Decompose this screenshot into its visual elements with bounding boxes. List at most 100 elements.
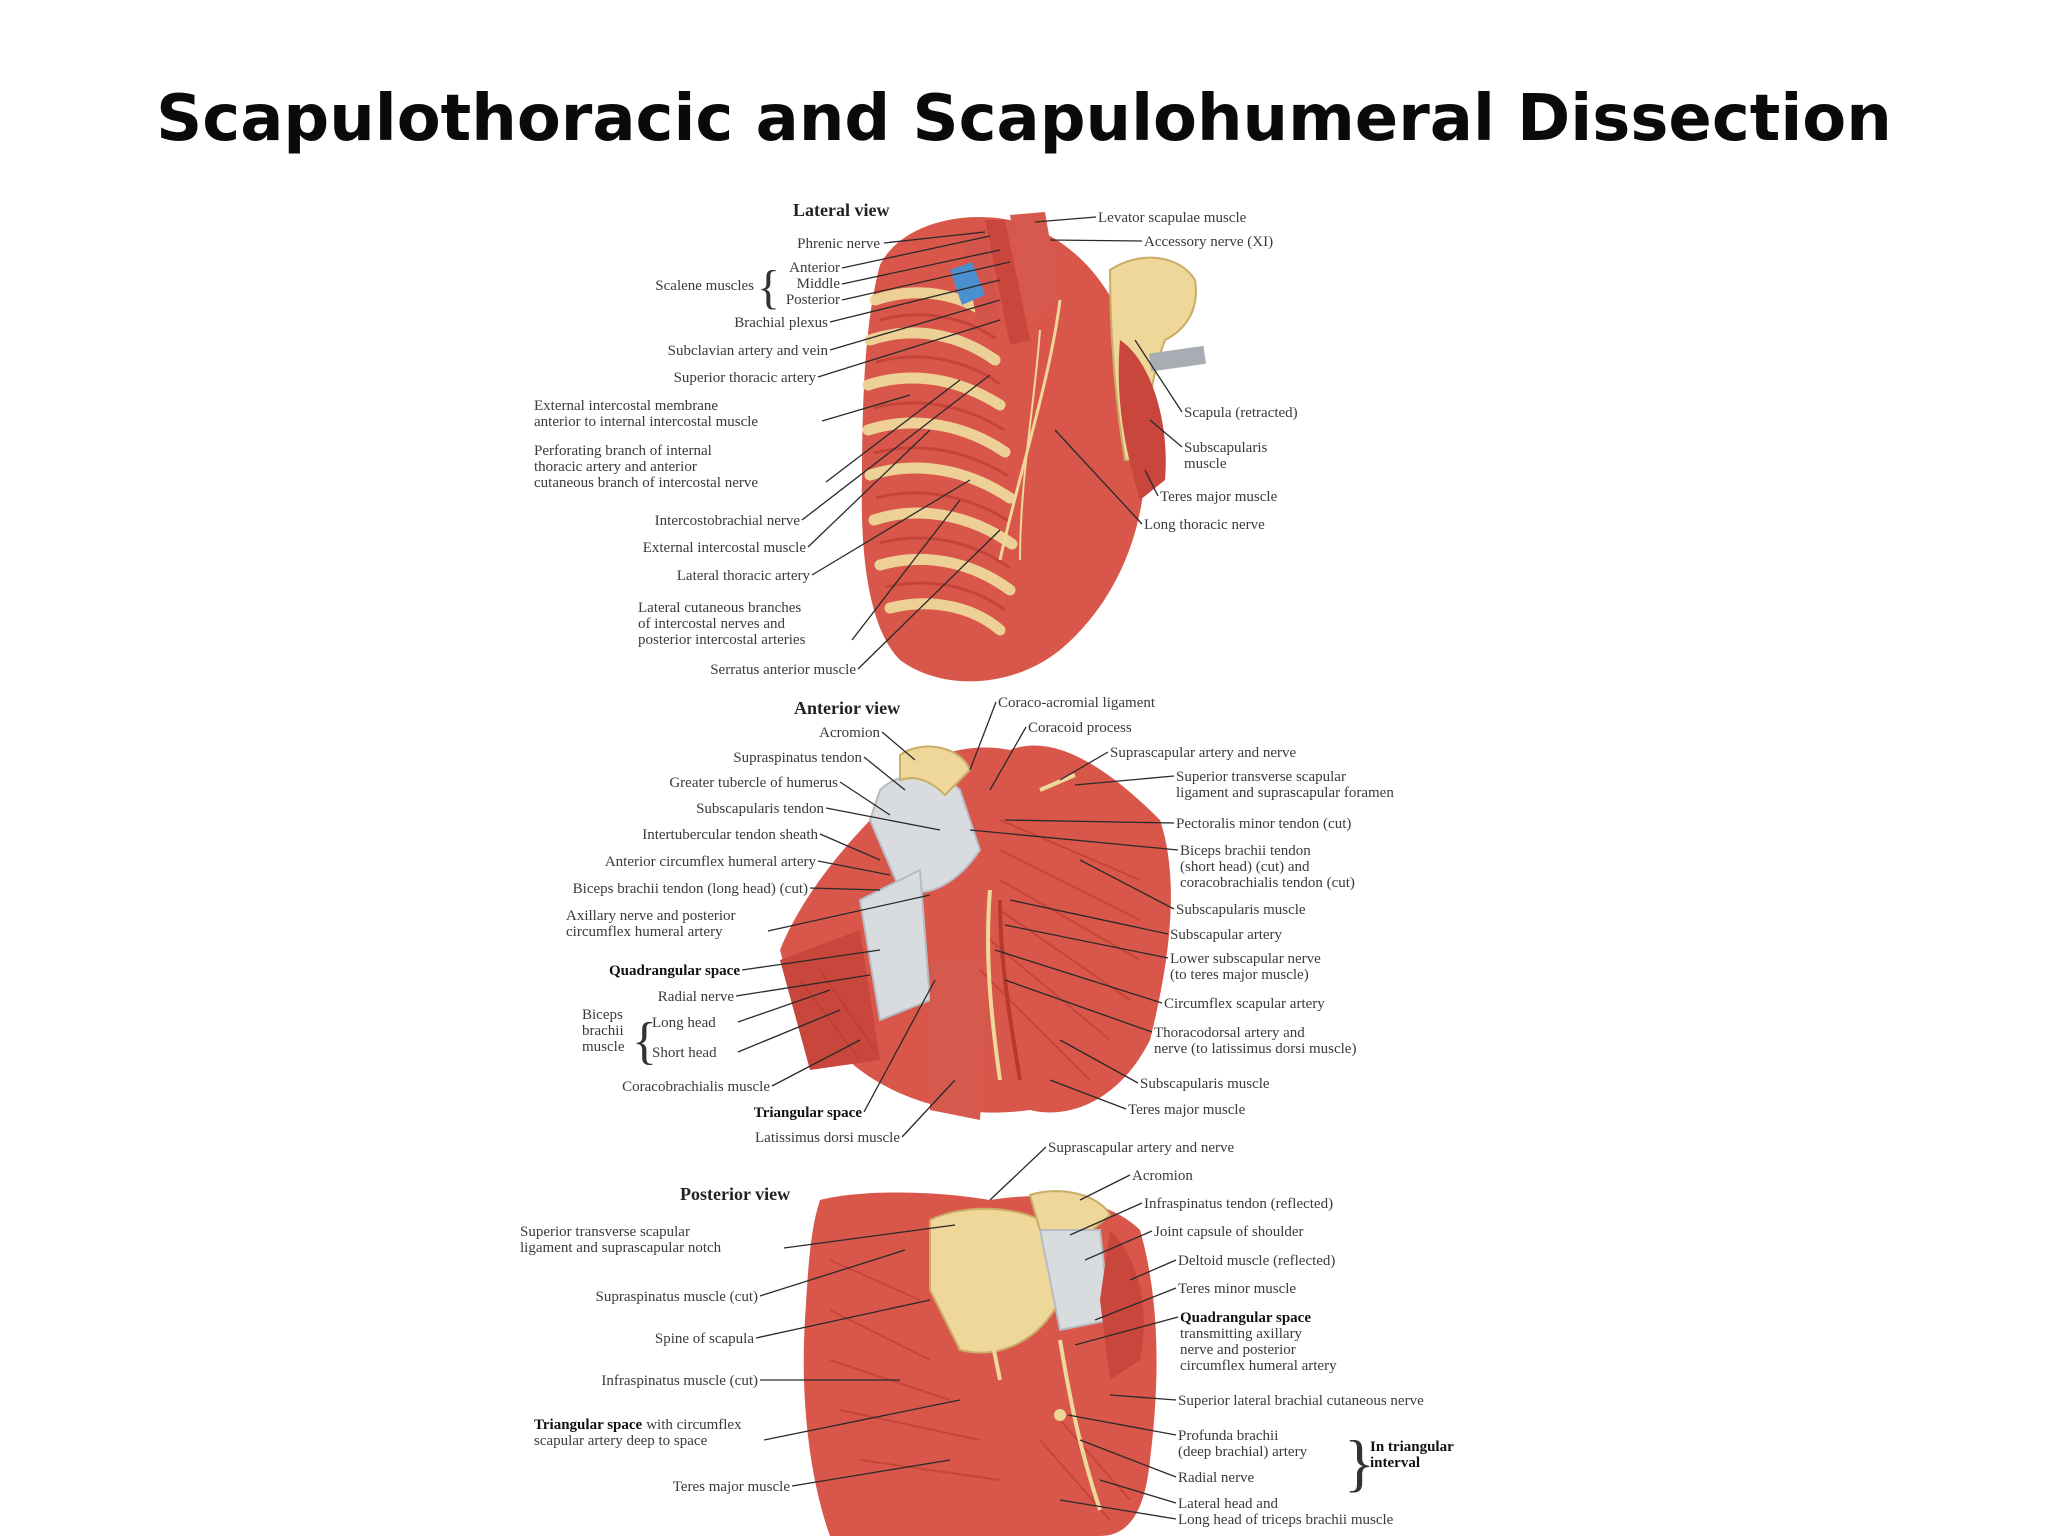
brace-scalene: { bbox=[757, 261, 780, 314]
label-lateral-cutaneous-3: posterior intercostal arteries bbox=[638, 632, 806, 648]
label-teres-minor: Teres minor muscle bbox=[1178, 1281, 1296, 1297]
label-long-thoracic: Long thoracic nerve bbox=[1144, 517, 1265, 533]
label-scapula-retracted: Scapula (retracted) bbox=[1184, 405, 1298, 421]
label-subclavian: Subclavian artery and vein bbox=[668, 343, 829, 359]
label-lateral-thoracic: Lateral thoracic artery bbox=[677, 568, 811, 584]
label-supraspinatus-cut: Supraspinatus muscle (cut) bbox=[596, 1289, 758, 1305]
label-external-intercostal: External intercostal muscle bbox=[643, 540, 807, 556]
label-superior-thoracic: Superior thoracic artery bbox=[674, 370, 817, 386]
label-quadrangular-space-anterior: Quadrangular space bbox=[609, 963, 740, 979]
label-thoracodorsal-1: Thoracodorsal artery and bbox=[1154, 1025, 1305, 1041]
label-perforating-3: cutaneous branch of intercostal nerve bbox=[534, 475, 758, 491]
label-in-triangular-2: interval bbox=[1370, 1455, 1420, 1471]
label-lateral-head-1: Lateral head and bbox=[1178, 1496, 1278, 1512]
label-subscapular-artery: Subscapular artery bbox=[1170, 927, 1283, 943]
label-biceps-short-2: (short head) (cut) and bbox=[1180, 859, 1310, 875]
label-scalene-middle: Middle bbox=[797, 276, 841, 292]
label-sup-transverse-ant-1: Superior transverse scapular bbox=[1176, 769, 1346, 785]
label-deltoid-reflected: Deltoid muscle (reflected) bbox=[1178, 1253, 1335, 1269]
posterior-view-illustration bbox=[803, 1190, 1157, 1536]
label-subscapularis-2: muscle bbox=[1184, 456, 1227, 472]
label-coracobrachialis: Coracobrachialis muscle bbox=[622, 1079, 770, 1095]
label-suprascapular-anterior: Suprascapular artery and nerve bbox=[1110, 745, 1297, 761]
label-external-membrane-2: anterior to internal intercostal muscle bbox=[534, 414, 758, 430]
label-axillary-2: circumflex humeral artery bbox=[566, 924, 723, 940]
label-radial-nerve-posterior: Radial nerve bbox=[1178, 1470, 1255, 1486]
label-quadrangular-3: nerve and posterior bbox=[1180, 1342, 1296, 1358]
label-supraspinatus-tendon: Supraspinatus tendon bbox=[733, 750, 862, 766]
label-scalene-anterior: Anterior bbox=[789, 260, 840, 276]
label-sup-transverse-post-2: ligament and suprascapular notch bbox=[520, 1240, 722, 1256]
label-in-triangular-1: In triangular bbox=[1370, 1439, 1454, 1455]
label-long-head: Long head bbox=[652, 1015, 716, 1031]
label-infraspinatus-tendon: Infraspinatus tendon (reflected) bbox=[1144, 1196, 1333, 1212]
label-coracoid: Coracoid process bbox=[1028, 720, 1132, 736]
label-latissimus: Latissimus dorsi muscle bbox=[755, 1130, 900, 1146]
label-teres-major-lateral: Teres major muscle bbox=[1160, 489, 1278, 505]
label-subscapularis-muscle-1: Subscapularis muscle bbox=[1176, 902, 1306, 918]
label-biceps-3: muscle bbox=[582, 1039, 625, 1055]
label-sup-transverse-post-1: Superior transverse scapular bbox=[520, 1224, 690, 1240]
label-subscapularis-muscle-2: Subscapularis muscle bbox=[1140, 1076, 1270, 1092]
label-biceps-short-3: coracobrachialis tendon (cut) bbox=[1180, 875, 1355, 891]
label-scalene-muscles: Scalene muscles bbox=[655, 278, 754, 294]
label-sup-transverse-ant-2: ligament and suprascapular foramen bbox=[1176, 785, 1394, 801]
label-biceps-1: Biceps bbox=[582, 1007, 623, 1023]
brace-triangular-interval: } bbox=[1344, 1427, 1375, 1498]
label-profunda-2: (deep brachial) artery bbox=[1178, 1444, 1308, 1460]
label-coraco-acromial: Coraco-acromial ligament bbox=[998, 695, 1156, 711]
anterior-view-illustration bbox=[780, 745, 1171, 1120]
lateral-view-illustration bbox=[861, 212, 1206, 682]
label-intercostobrachial: Intercostobrachial nerve bbox=[655, 513, 801, 529]
leader-phrenic bbox=[883, 231, 986, 244]
anterior-view-heading: Anterior view bbox=[794, 698, 900, 718]
label-serratus-anterior: Serratus anterior muscle bbox=[710, 662, 856, 678]
label-radial-nerve-anterior: Radial nerve bbox=[658, 989, 735, 1005]
label-teres-major-posterior: Teres major muscle bbox=[673, 1479, 791, 1495]
label-triangular-space-anterior: Triangular space bbox=[754, 1105, 863, 1121]
label-lower-subscapular-1: Lower subscapular nerve bbox=[1170, 951, 1321, 967]
label-biceps-2: brachii bbox=[582, 1023, 624, 1039]
label-short-head: Short head bbox=[652, 1045, 717, 1061]
label-quadrangular-2: transmitting axillary bbox=[1180, 1326, 1303, 1342]
label-lateral-cutaneous-1: Lateral cutaneous branches bbox=[638, 600, 801, 616]
label-superior-lateral-brachial: Superior lateral brachial cutaneous nerv… bbox=[1178, 1393, 1424, 1409]
label-biceps-long-cut: Biceps brachii tendon (long head) (cut) bbox=[573, 881, 808, 897]
label-acromion-anterior: Acromion bbox=[819, 725, 880, 741]
label-accessory-nerve: Accessory nerve (XI) bbox=[1144, 234, 1273, 250]
label-quadrangular-4: circumflex humeral artery bbox=[1180, 1358, 1337, 1374]
label-scalene-posterior: Posterior bbox=[786, 292, 840, 308]
label-brachial-plexus: Brachial plexus bbox=[734, 315, 828, 331]
label-anterior-circumflex: Anterior circumflex humeral artery bbox=[605, 854, 817, 870]
label-infraspinatus-cut: Infraspinatus muscle (cut) bbox=[601, 1373, 758, 1389]
label-profunda-1: Profunda brachii bbox=[1178, 1428, 1278, 1444]
label-perforating-1: Perforating branch of internal bbox=[534, 443, 712, 459]
label-suprascapular-posterior: Suprascapular artery and nerve bbox=[1048, 1140, 1235, 1156]
label-spine-of-scapula: Spine of scapula bbox=[655, 1331, 754, 1347]
label-lateral-cutaneous-2: of intercostal nerves and bbox=[638, 616, 786, 632]
slide-title: Scapulothoracic and Scapulohumeral Disse… bbox=[156, 82, 1892, 156]
label-pectoralis-minor: Pectoralis minor tendon (cut) bbox=[1176, 816, 1351, 832]
label-subscapularis-tendon: Subscapularis tendon bbox=[696, 801, 824, 817]
label-axillary-1: Axillary nerve and posterior bbox=[566, 908, 736, 924]
label-lateral-head-2: Long head of triceps brachii muscle bbox=[1178, 1512, 1394, 1528]
posterior-view-heading: Posterior view bbox=[680, 1184, 790, 1204]
label-perforating-2: thoracic artery and anterior bbox=[534, 459, 697, 475]
label-biceps-short-1: Biceps brachii tendon bbox=[1180, 843, 1311, 859]
label-teres-major-anterior: Teres major muscle bbox=[1128, 1102, 1246, 1118]
label-triangular-space-bold: Triangular space bbox=[534, 1417, 643, 1433]
brace-biceps: { bbox=[632, 1013, 657, 1070]
label-quadrangular-space-posterior: Quadrangular space bbox=[1180, 1310, 1311, 1326]
label-phrenic-nerve: Phrenic nerve bbox=[797, 236, 880, 252]
lateral-view-heading: Lateral view bbox=[793, 200, 889, 220]
label-intertubercular: Intertubercular tendon sheath bbox=[642, 827, 818, 843]
label-triangular-space-2: scapular artery deep to space bbox=[534, 1433, 708, 1449]
label-lower-subscapular-2: (to teres major muscle) bbox=[1170, 967, 1309, 983]
label-greater-tubercle: Greater tubercle of humerus bbox=[669, 775, 838, 791]
label-external-membrane-1: External intercostal membrane bbox=[534, 398, 718, 414]
label-circumflex-scapular: Circumflex scapular artery bbox=[1164, 996, 1325, 1012]
label-joint-capsule: Joint capsule of shoulder bbox=[1154, 1224, 1304, 1240]
label-levator-scapulae: Levator scapulae muscle bbox=[1098, 210, 1247, 226]
